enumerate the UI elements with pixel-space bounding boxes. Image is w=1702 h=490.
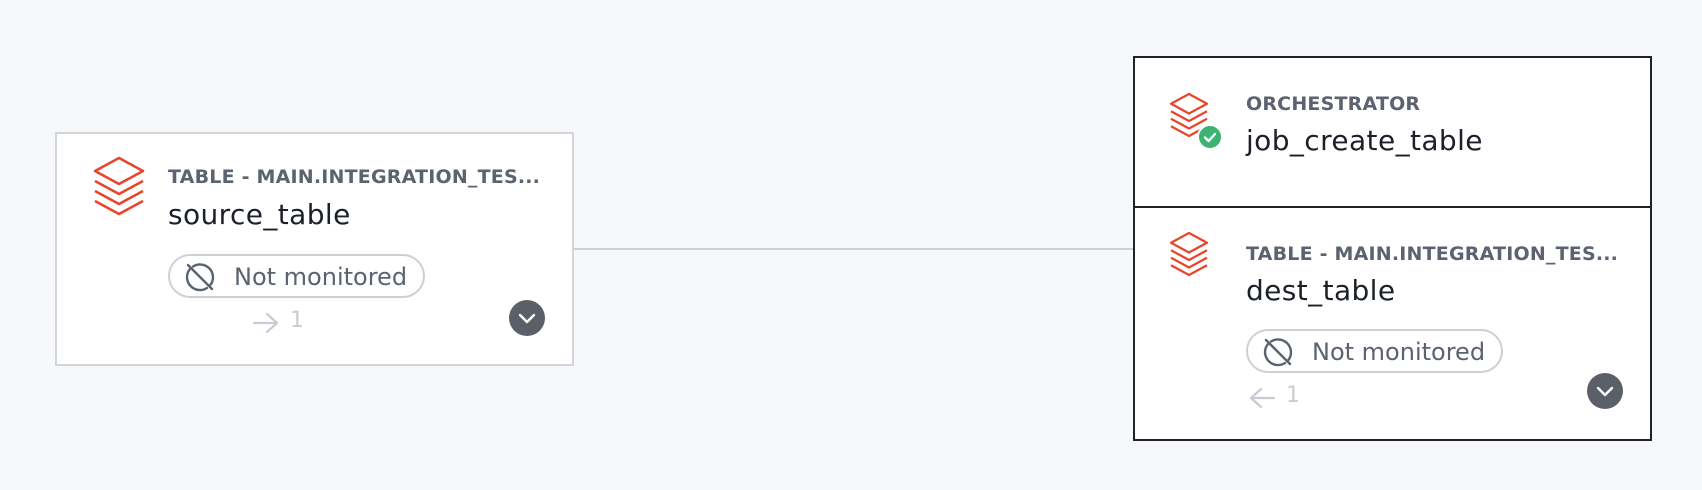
expand-button[interactable]: [509, 300, 545, 336]
job-group-node[interactable]: ORCHESTRATOR job_create_table TABLE - MA…: [1133, 56, 1652, 441]
lineage-edge: [573, 248, 1134, 250]
check-circle-icon: [1197, 124, 1223, 150]
dest-table-section[interactable]: TABLE - MAIN.INTEGRATION_TES... dest_tab…: [1135, 208, 1650, 439]
arrow-right-icon: [252, 312, 279, 334]
not-monitored-icon: [1263, 338, 1293, 367]
chevron-down-icon: [1596, 386, 1614, 397]
chevron-down-icon: [518, 313, 536, 324]
node-name: job_create_table: [1246, 124, 1483, 157]
downstream-count-value: 1: [290, 308, 304, 333]
node-type-label: TABLE - MAIN.INTEGRATION_TES...: [1246, 243, 1619, 265]
badge-label: Not monitored: [234, 263, 408, 291]
node-type-label: ORCHESTRATOR: [1246, 93, 1421, 115]
arrow-left-icon: [1249, 387, 1276, 409]
orchestrator-section[interactable]: ORCHESTRATOR job_create_table: [1135, 58, 1650, 208]
badge-label: Not monitored: [1312, 338, 1486, 366]
not-monitored-badge[interactable]: Not monitored: [168, 254, 425, 298]
node-type-label: TABLE - MAIN.INTEGRATION_TES...: [168, 166, 541, 188]
upstream-count-value: 1: [1286, 383, 1300, 408]
node-name: source_table: [168, 198, 351, 231]
databricks-layers-icon: [93, 156, 145, 216]
node-name: dest_table: [1246, 274, 1396, 307]
expand-button[interactable]: [1587, 373, 1623, 409]
source-table-node[interactable]: TABLE - MAIN.INTEGRATION_TES... source_t…: [55, 132, 574, 366]
not-monitored-icon: [185, 263, 215, 292]
databricks-layers-icon: [1169, 231, 1209, 277]
not-monitored-badge[interactable]: Not monitored: [1246, 329, 1503, 373]
